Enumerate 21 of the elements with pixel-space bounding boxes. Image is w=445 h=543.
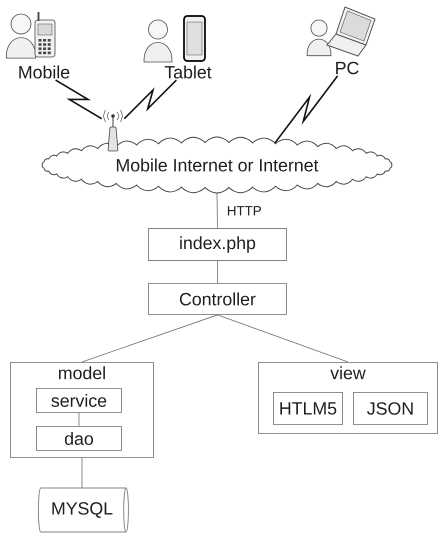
internet-cloud: Mobile Internet or Internet [42,136,392,194]
database-cylinder: MYSQL [38,488,129,532]
component-box: service [36,388,122,413]
lightning-link [274,75,338,144]
device-label: PC [336,62,359,74]
connector-line [216,193,218,228]
edge-label: HTTP [226,204,263,217]
process-box: index.php [148,228,287,261]
connector-line [217,260,218,284]
lightning-link [124,80,177,120]
connector-line [82,314,218,362]
connector-line [78,412,80,426]
antenna-icon [103,110,123,152]
component-box: HTLM5 [273,392,343,425]
connector-line [217,314,348,362]
device-label: Tablet [164,66,212,78]
component-box: dao [36,426,122,451]
process-box: Controller [148,283,287,315]
lightning-link [55,79,102,120]
device-label: Mobile [19,66,70,78]
component-box: JSON [353,392,428,425]
